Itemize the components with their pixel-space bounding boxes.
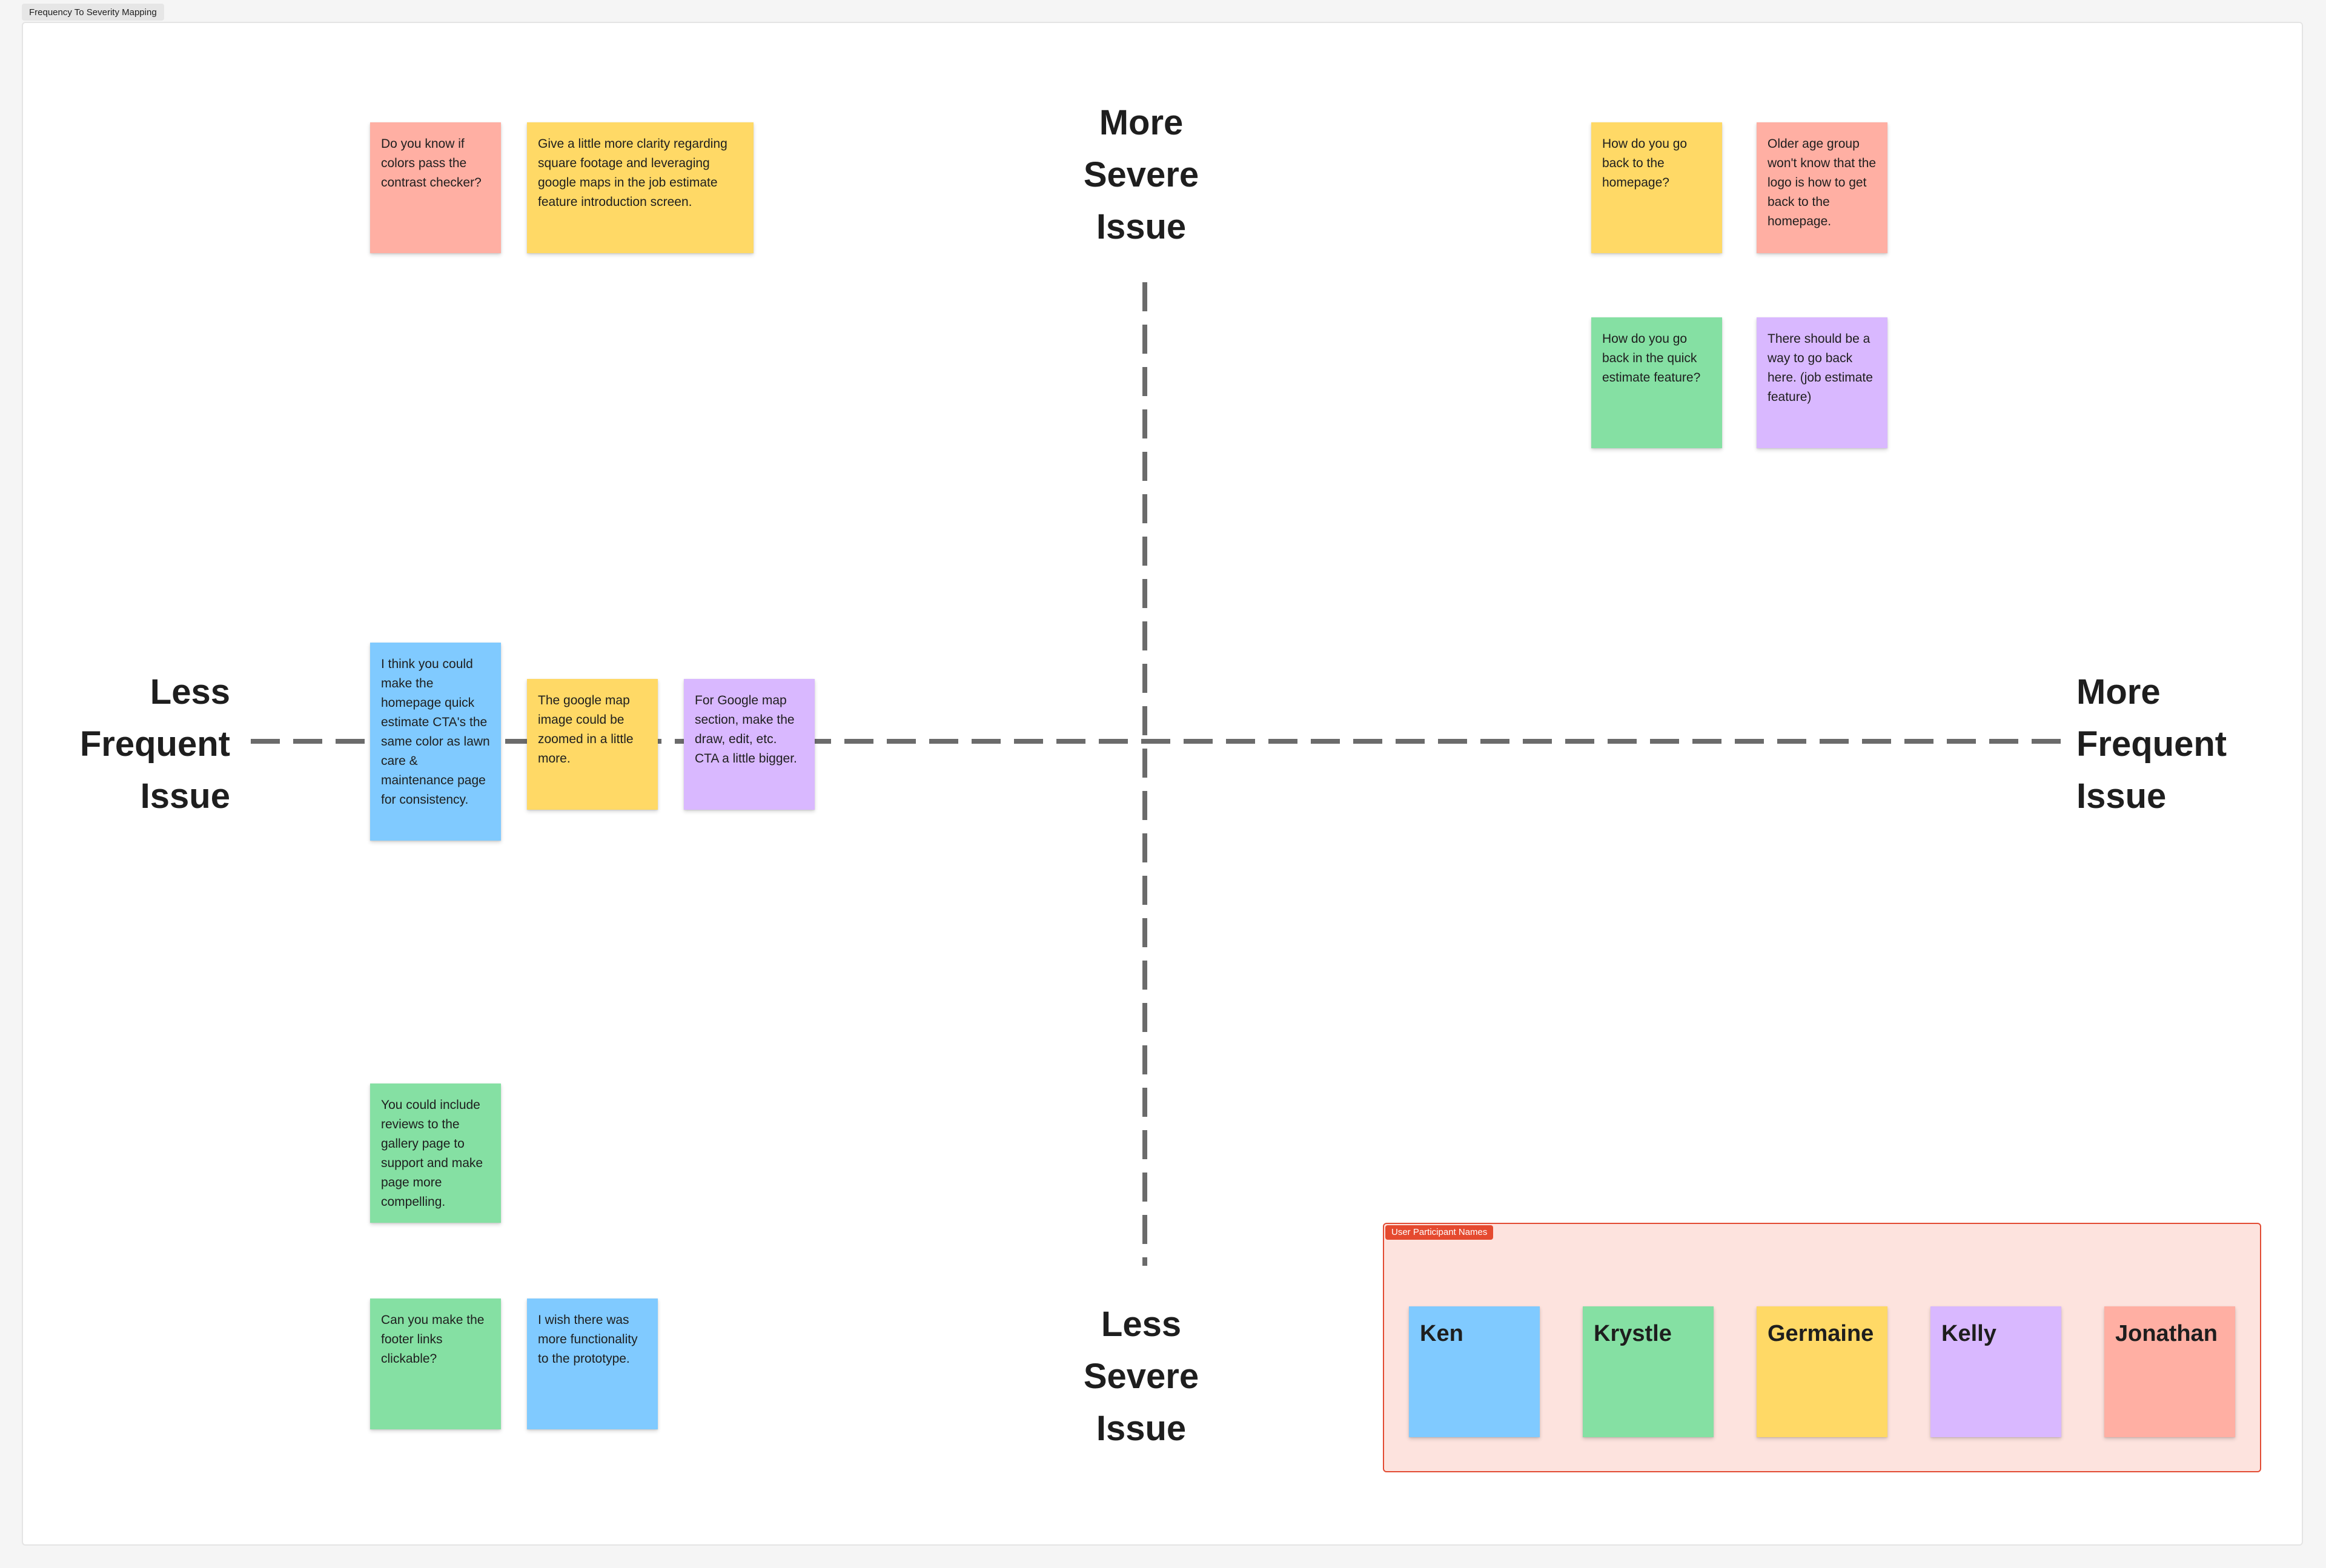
- axis-label-left: Less Frequent Issue: [36, 666, 230, 822]
- axis-top-line-2: Severe: [1083, 155, 1199, 194]
- axis-left-line-3: Issue: [140, 776, 230, 816]
- axis-left-line-1: Less: [150, 672, 230, 712]
- axis-right-line-3: Issue: [2076, 776, 2167, 816]
- sticky-note[interactable]: You could include reviews to the gallery…: [370, 1083, 501, 1223]
- participant-name: Jonathan: [2115, 1321, 2218, 1346]
- sticky-note-text: You could include reviews to the gallery…: [381, 1098, 483, 1209]
- axis-top-line-3: Issue: [1096, 207, 1187, 246]
- sticky-note-text: Give a little more clarity regarding squ…: [538, 137, 727, 209]
- sticky-note[interactable]: The google map image could be zoomed in …: [527, 679, 658, 810]
- sticky-note[interactable]: How do you go back to the homepage?: [1591, 122, 1722, 253]
- participant-card-krystle[interactable]: Krystle: [1583, 1306, 1714, 1437]
- participant-name: Germaine: [1768, 1321, 1874, 1346]
- participants-section-title[interactable]: User Participant Names: [1385, 1225, 1494, 1240]
- sticky-note-text: I think you could make the homepage quic…: [381, 657, 490, 807]
- axis-bottom-line-1: Less: [1101, 1305, 1182, 1344]
- sticky-note[interactable]: I think you could make the homepage quic…: [370, 643, 501, 841]
- axis-left-line-2: Frequent: [79, 724, 230, 764]
- axis-right-line-2: Frequent: [2076, 724, 2227, 764]
- sticky-note-text: I wish there was more functionality to t…: [538, 1313, 638, 1366]
- sticky-note-text: There should be a way to go back here. (…: [1768, 332, 1873, 404]
- axis-right-line-1: More: [2076, 672, 2161, 712]
- sticky-note-text: How do you go back to the homepage?: [1602, 137, 1688, 190]
- sticky-note-text: Older age group won't know that the logo…: [1768, 137, 1877, 228]
- sticky-note-text: Can you make the footer links clickable?: [381, 1313, 485, 1366]
- sticky-note[interactable]: There should be a way to go back here. (…: [1757, 317, 1887, 448]
- sticky-note-text: For Google map section, make the draw, e…: [695, 693, 797, 766]
- participant-card-kelly[interactable]: Kelly: [1930, 1306, 2061, 1437]
- axis-label-right: More Frequent Issue: [2076, 666, 2295, 822]
- axis-label-bottom: Less Severe Issue: [1020, 1298, 1262, 1455]
- axis-bottom-line-3: Issue: [1096, 1409, 1187, 1448]
- sticky-note[interactable]: I wish there was more functionality to t…: [527, 1298, 658, 1429]
- sticky-note[interactable]: Can you make the footer links clickable?: [370, 1298, 501, 1429]
- sticky-note[interactable]: For Google map section, make the draw, e…: [684, 679, 815, 810]
- sticky-note-text: How do you go back in the quick estimate…: [1602, 332, 1701, 385]
- sticky-note-text: The google map image could be zoomed in …: [538, 693, 634, 766]
- frame-title[interactable]: Frequency To Severity Mapping: [22, 4, 164, 21]
- participant-card-germaine[interactable]: Germaine: [1757, 1306, 1887, 1437]
- participant-name: Krystle: [1594, 1321, 1672, 1346]
- axis-top-line-1: More: [1099, 103, 1184, 142]
- sticky-note[interactable]: Give a little more clarity regarding squ…: [527, 122, 754, 253]
- participant-card-ken[interactable]: Ken: [1409, 1306, 1540, 1437]
- participant-name: Kelly: [1941, 1321, 1996, 1346]
- sticky-note[interactable]: How do you go back in the quick estimate…: [1591, 317, 1722, 448]
- axis-label-top: More Severe Issue: [1020, 97, 1262, 253]
- sticky-note[interactable]: Older age group won't know that the logo…: [1757, 122, 1887, 253]
- sticky-note[interactable]: Do you know if colors pass the contrast …: [370, 122, 501, 253]
- axis-bottom-line-2: Severe: [1083, 1357, 1199, 1396]
- sticky-note-text: Do you know if colors pass the contrast …: [381, 137, 482, 190]
- participant-card-jonathan[interactable]: Jonathan: [2104, 1306, 2235, 1437]
- participant-name: Ken: [1420, 1321, 1463, 1346]
